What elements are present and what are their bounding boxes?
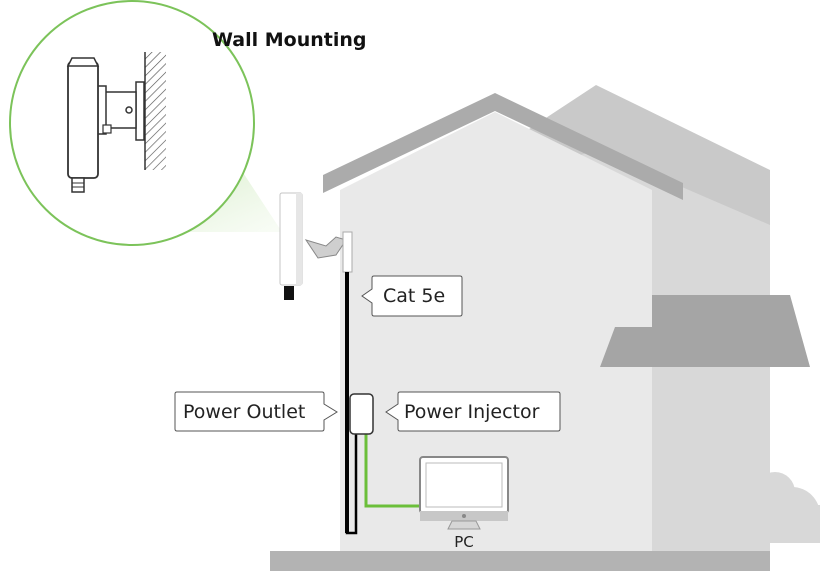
ethernet-cable: [345, 272, 358, 535]
wall-mount-inset: [9, 0, 255, 246]
lan-cable: [364, 433, 420, 508]
callout-cat5e: Cat 5e: [361, 275, 463, 317]
access-point: [279, 192, 353, 300]
cat5e-label: Cat 5e: [383, 285, 445, 307]
porch-awning: [600, 295, 810, 557]
inset-title: Wall Mounting: [212, 29, 366, 51]
callout-power-injector: Power Injector: [385, 391, 561, 432]
power-outlet-label: Power Outlet: [183, 401, 305, 423]
pc-monitor: [419, 456, 509, 530]
ground: [270, 551, 770, 571]
power-injector-device: [349, 393, 374, 435]
callout-power-outlet: Power Outlet: [174, 391, 338, 432]
front-house: [323, 93, 683, 555]
power-injector-label: Power Injector: [404, 401, 540, 423]
pc-label: PC: [454, 533, 474, 551]
